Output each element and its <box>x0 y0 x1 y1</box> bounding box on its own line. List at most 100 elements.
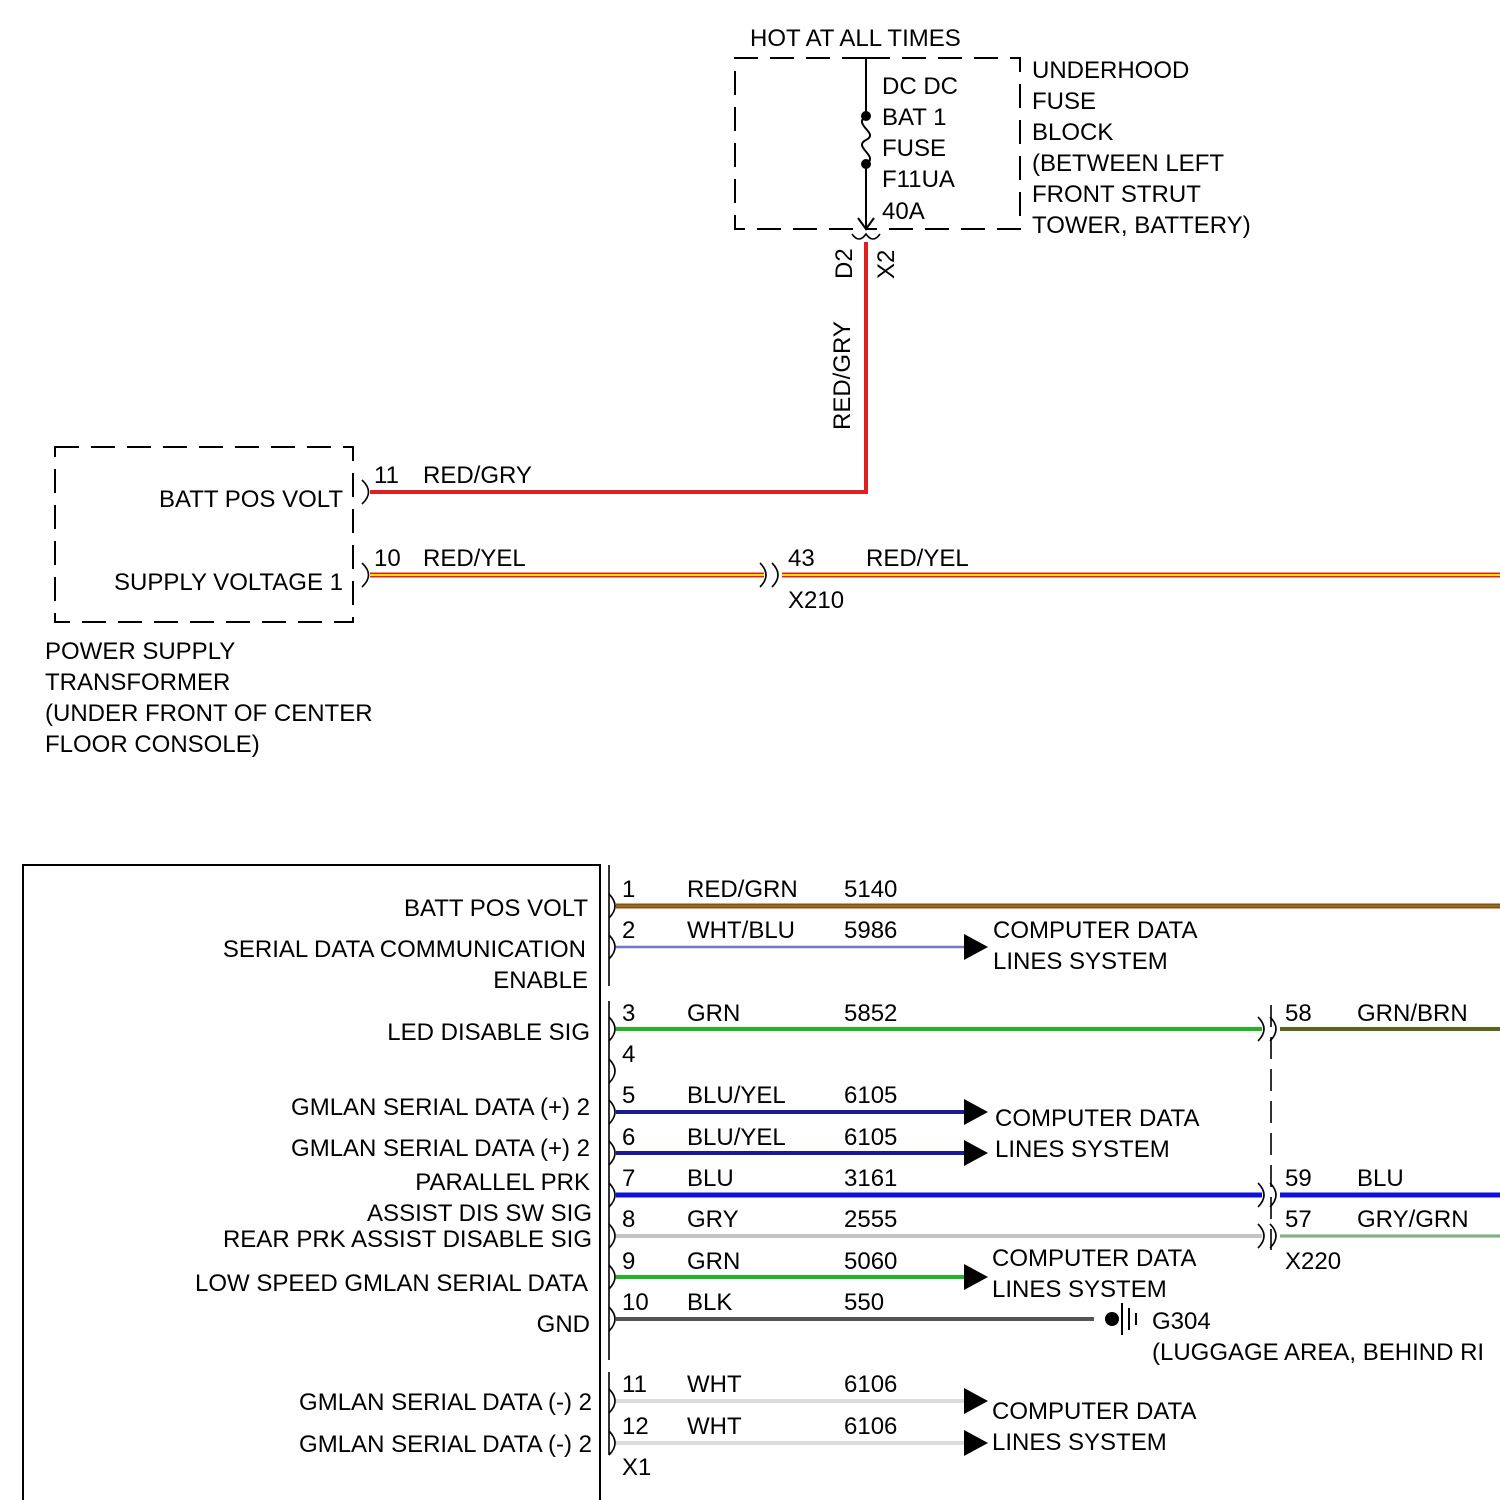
wire-red-yel-supply: 43 RED/YEL X210 <box>370 545 1500 614</box>
pin-1: 1 <box>622 876 635 903</box>
module-label-5: GMLAN SERIAL DATA (+) 2 <box>291 1094 590 1121</box>
fuse-name-line-4: F11UA <box>882 166 955 193</box>
wire-5-color: BLU/YEL <box>687 1082 786 1109</box>
wire-1-circuit: 5140 <box>844 876 897 903</box>
wire-8-circuit: 2555 <box>844 1206 897 1233</box>
pin-12-connector-icon <box>609 1431 615 1455</box>
x210-wire-color: RED/YEL <box>866 545 969 572</box>
module-label-8: ASSIST DIS SW SIG <box>367 1200 592 1227</box>
wire-9-color: GRN <box>687 1248 740 1275</box>
transformer-pin-11-connector-icon <box>362 480 369 504</box>
module-label-11: GND <box>537 1311 590 1338</box>
transformer-location-1: POWER SUPPLY <box>45 638 235 665</box>
pin-2: 2 <box>622 917 635 944</box>
module-label-10: LOW SPEED GMLAN SERIAL DATA <box>195 1270 588 1297</box>
ground-name: G304 <box>1152 1308 1211 1335</box>
fuse-wire-color-label: RED/GRY <box>829 321 856 430</box>
module-label-7: PARALLEL PRK <box>415 1169 590 1196</box>
module-label-3: ENABLE <box>493 967 588 994</box>
pin-6: 6 <box>622 1124 635 1151</box>
destination-4-line-1: COMPUTER DATA <box>992 1398 1196 1425</box>
x220-pin-57: 57 <box>1285 1206 1312 1233</box>
destination-2-line-1: COMPUTER DATA <box>995 1105 1199 1132</box>
module-label-13: GMLAN SERIAL DATA (-) 2 <box>299 1431 592 1458</box>
wire-12-arrow-icon <box>964 1430 988 1456</box>
transformer-wire-11-color: RED/GRY <box>423 462 532 489</box>
fuse-block-location-1: UNDERHOOD <box>1032 57 1189 84</box>
pin-d2-label: D2 <box>831 248 858 279</box>
pin-9: 9 <box>622 1248 635 1275</box>
transformer-location-4: FLOOR CONSOLE) <box>45 731 260 758</box>
x220-pin-58: 58 <box>1285 1000 1312 1027</box>
pin-3-connector-icon <box>609 1017 615 1041</box>
wire-row-3: 3 GRN 5852 <box>609 1000 1262 1041</box>
wire-3-circuit: 5852 <box>844 1000 897 1027</box>
wire-8-color: GRY <box>687 1206 739 1233</box>
transformer-pin-11: 11 <box>374 462 399 489</box>
ground-location: (LUGGAGE AREA, BEHIND RI <box>1152 1339 1484 1366</box>
fuse-block-location-2: FUSE <box>1032 88 1096 115</box>
pin-7-connector-icon <box>609 1183 615 1207</box>
pin-3: 3 <box>622 1000 635 1027</box>
pin-11-connector-icon <box>609 1389 615 1413</box>
wire-12-color: WHT <box>687 1413 742 1440</box>
pin-8: 8 <box>622 1206 635 1233</box>
wire-7-color: BLU <box>687 1165 734 1192</box>
wire-10-circuit: 550 <box>844 1289 884 1316</box>
x2-connector-icon <box>852 234 880 239</box>
fuse-block-location-3: BLOCK <box>1032 119 1113 146</box>
fuse-name-line-3: FUSE <box>882 135 946 162</box>
pin-10-connector-icon <box>609 1307 615 1331</box>
fuse-block-location-5: FRONT STRUT <box>1032 181 1201 208</box>
transformer-wire-10-color: RED/YEL <box>423 545 526 572</box>
wire-2-circuit: 5986 <box>844 917 897 944</box>
underhood-fuse-block: HOT AT ALL TIMES DC DC BAT 1 FUSE F11UA … <box>735 25 1251 430</box>
transformer-pin-10: 10 <box>374 545 401 572</box>
x210-pin-43: 43 <box>788 545 815 572</box>
x220-pin-59: 59 <box>1285 1165 1312 1192</box>
transformer-pin-label-batt: BATT POS VOLT <box>159 486 343 513</box>
wire-7-circuit: 3161 <box>844 1165 897 1192</box>
destination-1-line-2: LINES SYSTEM <box>993 948 1168 975</box>
pin-9-connector-icon <box>609 1265 615 1289</box>
x220-connector-label: X220 <box>1285 1248 1341 1275</box>
ground-icon <box>1105 1303 1136 1335</box>
fuse-icon <box>862 116 870 164</box>
wire-row-12: 12 WHT 6106 <box>609 1413 988 1456</box>
pin-8-connector-icon <box>609 1224 615 1248</box>
module-label-1: BATT POS VOLT <box>404 895 588 922</box>
wire-9-circuit: 5060 <box>844 1248 897 1275</box>
pin-5-connector-icon <box>609 1100 615 1124</box>
pin-1-connector-icon <box>609 894 615 918</box>
x220-wire-59-color: BLU <box>1357 1165 1404 1192</box>
destination-3-line-1: COMPUTER DATA <box>992 1245 1196 1272</box>
wire-row-6: 6 BLU/YEL 6105 <box>609 1124 988 1166</box>
fuse-name-line-1: DC DC <box>882 73 958 100</box>
transformer-location-3: (UNDER FRONT OF CENTER <box>45 700 373 727</box>
wire-12-circuit: 6106 <box>844 1413 897 1440</box>
pin-4: 4 <box>622 1041 635 1068</box>
pin-12: 12 <box>622 1413 649 1440</box>
destination-4-line-2: LINES SYSTEM <box>992 1429 1167 1456</box>
module-label-9: REAR PRK ASSIST DISABLE SIG <box>223 1226 592 1253</box>
wire-row-2: 2 WHT/BLU 5986 COMPUTER DATA LINES SYSTE… <box>609 917 1197 975</box>
wire-11-color: WHT <box>687 1371 742 1398</box>
fuse-block-location-4: (BETWEEN LEFT <box>1032 150 1224 177</box>
transformer-pin-label-supply: SUPPLY VOLTAGE 1 <box>114 569 343 596</box>
fuse-block-location-6: TOWER, BATTERY) <box>1032 212 1251 239</box>
destination-1-line-1: COMPUTER DATA <box>993 917 1197 944</box>
pin-11: 11 <box>622 1371 647 1398</box>
parking-assist-module: BATT POS VOLT SERIAL DATA COMMUNICATION … <box>23 865 600 1500</box>
module-label-2: SERIAL DATA COMMUNICATION <box>223 936 586 963</box>
wire-3-color: GRN <box>687 1000 740 1027</box>
wire-6-circuit: 6105 <box>844 1124 897 1151</box>
fuse-rating: 40A <box>882 198 925 225</box>
x220-wire-57-color: GRY/GRN <box>1357 1206 1469 1233</box>
wire-2-arrow-icon <box>964 934 988 960</box>
transformer-pin-10-connector-icon <box>362 563 369 587</box>
wire-5-circuit: 6105 <box>844 1082 897 1109</box>
destination-3-line-2: LINES SYSTEM <box>992 1276 1167 1303</box>
module-label-6: GMLAN SERIAL DATA (+) 2 <box>291 1135 590 1162</box>
x220-wire-58-color: GRN/BRN <box>1357 1000 1468 1027</box>
